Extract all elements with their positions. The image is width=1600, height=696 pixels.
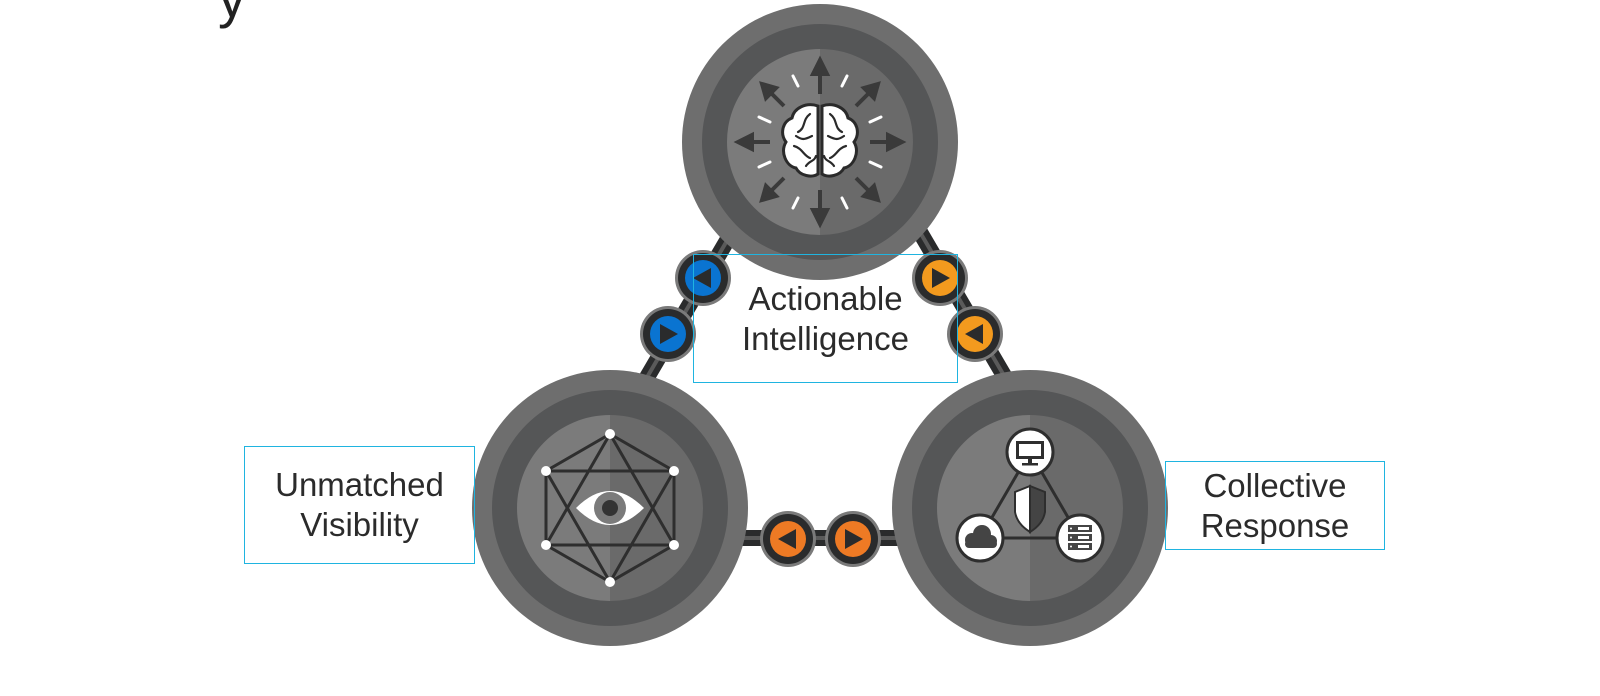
play-left-icon [965, 324, 983, 344]
label-line-1: Actionable [748, 279, 903, 317]
node-actionable-intelligence [682, 4, 958, 280]
arrow-badge-top-right-right [912, 250, 968, 306]
arrow-badge-top-right-left [947, 306, 1003, 362]
play-right-icon [660, 324, 678, 344]
arrow-badge-left-right-left [760, 511, 816, 567]
node-unmatched-visibility [472, 370, 748, 646]
node-inner-left [727, 49, 820, 235]
node-inner-right [1030, 415, 1123, 601]
play-right-icon [845, 529, 863, 549]
arrow-badges [640, 250, 1003, 567]
cloud-node [955, 513, 1005, 563]
eye-network-icon [541, 429, 679, 587]
label-line-1: Collective [1203, 466, 1347, 504]
arrow-badge-top-left-right [640, 306, 696, 362]
label-line-1: Unmatched [275, 466, 444, 503]
node-inner-right [820, 49, 913, 235]
title-fragment: y [218, 0, 246, 26]
node-collective-response [892, 370, 1168, 646]
play-right-icon [932, 268, 950, 288]
play-left-icon [778, 529, 796, 549]
node-inner-right [610, 415, 703, 601]
shield-network-icon [955, 427, 1105, 563]
label-line-2: Intelligence [742, 319, 909, 357]
label-collective-response: Collective Response [1165, 461, 1385, 550]
brain-radiating-arrows-icon [733, 55, 907, 229]
server-icon [1068, 525, 1092, 550]
node-inner-left [517, 415, 610, 601]
label-actionable-intelligence: Actionable Intelligence [693, 254, 958, 383]
server-node [1055, 513, 1105, 563]
cloud-icon [965, 525, 997, 548]
label-line-2: Visibility [300, 506, 419, 543]
label-unmatched-visibility: Unmatched Visibility [244, 446, 475, 564]
play-left-icon [693, 268, 711, 288]
label-line-2: Response [1200, 506, 1350, 544]
arrow-badge-top-left-left [675, 250, 731, 306]
monitor-icon [1016, 441, 1044, 466]
arrow-badge-left-right-right [825, 511, 881, 567]
monitor-node [1005, 427, 1055, 477]
node-inner-left [937, 415, 1030, 601]
brain-icon [781, 103, 859, 178]
network-nodes [541, 429, 679, 587]
eye-icon [576, 491, 644, 525]
shield-icon [1014, 484, 1046, 534]
